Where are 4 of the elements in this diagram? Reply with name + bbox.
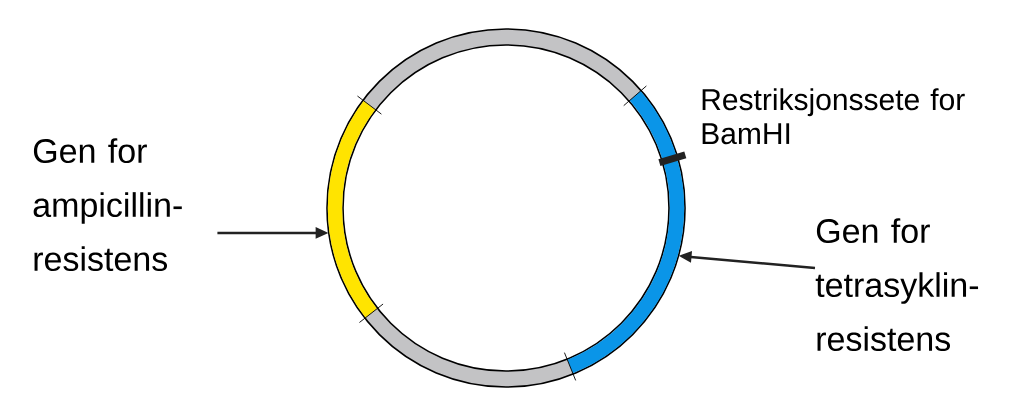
gene-segment [567,91,685,374]
gene-segment [327,101,378,318]
gene-label: Gen for tetrasyklin-resistens [815,218,979,352]
gene-label: Gen for ampicillin-resistens [33,138,182,272]
